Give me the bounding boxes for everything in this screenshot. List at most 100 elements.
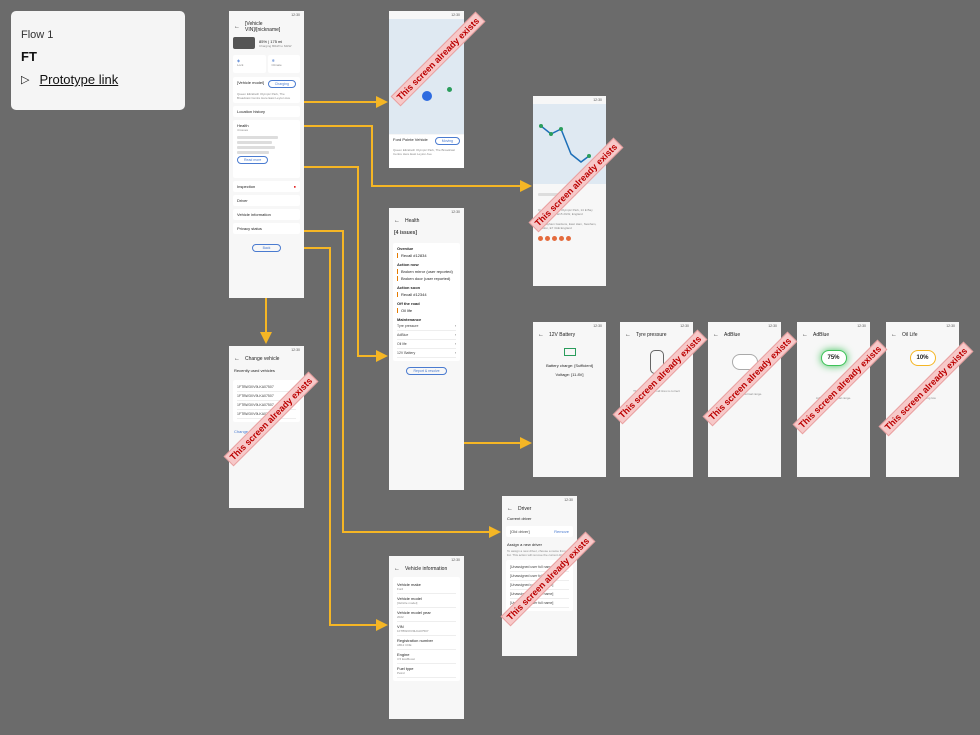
- section-off-the-road: Off the road: [397, 301, 420, 306]
- location-history-row[interactable]: Location history: [233, 106, 300, 117]
- inspection-label: Inspection: [237, 184, 256, 189]
- alert-icon: ●: [293, 184, 296, 189]
- vinfo-value: 3.5 EcoBoost: [397, 657, 415, 661]
- maint-oil-life[interactable]: Oil life: [397, 342, 407, 346]
- back-arrow-icon[interactable]: ←: [891, 332, 897, 338]
- play-icon: ▷: [21, 74, 30, 86]
- map-place: Ford Pointe Vehicle: [393, 137, 428, 142]
- vehicle-information-label: Vehicle information: [237, 212, 271, 217]
- vinfo-value: [Vehicle model]: [397, 601, 418, 605]
- maint-12v-battery[interactable]: 12V Battery: [397, 351, 416, 355]
- charging-badge: Charging: [267, 80, 296, 88]
- vinfo-label: Vehicle make: [397, 582, 421, 587]
- inspection-row[interactable]: Inspection ●: [233, 181, 300, 192]
- prototype-link-label: Prototype link: [39, 72, 119, 87]
- bottom-button[interactable]: Back: [251, 244, 282, 252]
- vinfo-value: 2022: [397, 615, 404, 619]
- section-action-now: Action now: [397, 262, 419, 267]
- vinfo-value: AB12 CDE: [397, 643, 412, 647]
- health-title: Health: [405, 218, 420, 224]
- vinfo-label: Registration number: [397, 638, 434, 643]
- vehicle-item[interactable]: 1FTBW3XV9LKA07507: [237, 403, 274, 407]
- unassigned-user[interactable]: [Unassigned user full name]: [510, 574, 554, 578]
- climate-icon: ❄: [271, 58, 275, 63]
- vinfo-title: Vehicle information: [405, 566, 448, 572]
- assign-driver-text: To assign a new driver, choose a name fr…: [507, 549, 571, 557]
- oil-life-gauge: 10%: [909, 350, 936, 366]
- vinfo-label: Vehicle model year: [397, 610, 431, 615]
- vinfo-label: VIN: [397, 624, 404, 629]
- charging-status: Charging 80kW to 62kW: [259, 43, 292, 48]
- vehicle-item[interactable]: 1FTBW3XV9LKA07507: [237, 412, 274, 416]
- privacy-status-row[interactable]: Privacy status: [233, 223, 300, 234]
- back-arrow-icon[interactable]: ←: [234, 356, 240, 362]
- tyre-title: Tyre pressure: [636, 332, 667, 338]
- section-action-soon: Action soon: [397, 285, 421, 290]
- current-driver-name: [Old driver]: [510, 529, 530, 534]
- driver-row[interactable]: Driver: [233, 195, 300, 206]
- recall-2[interactable]: Recall #12344: [401, 292, 427, 297]
- health-sub: 4 issues: [237, 128, 249, 132]
- battery-title: 12V Battery: [549, 332, 576, 338]
- battery-screen: 12:30 ←12V Battery Battery charge: [Suff…: [533, 322, 606, 477]
- model-label: [Vehicle model]: [237, 80, 265, 85]
- back-arrow-icon[interactable]: ←: [394, 566, 400, 572]
- battery-voltage: Voltage: [11.8V]: [555, 372, 584, 377]
- back-arrow-icon[interactable]: ←: [625, 332, 631, 338]
- adblue-title: AdBlue: [724, 332, 741, 338]
- vehicle-address: Queen Elizabeth Olympic Park, The Broadc…: [237, 92, 291, 100]
- vinfo-value: 1FTBW3XV9LKA07507: [397, 629, 429, 633]
- route-address-end: 101 Bayham Gardens, East Ham, Newham, Lo…: [538, 222, 597, 230]
- vehicle-title: [Vehicle VIN]/[nickname]: [245, 21, 281, 33]
- back-arrow-icon[interactable]: ←: [394, 218, 400, 224]
- back-arrow-icon[interactable]: ←: [802, 332, 808, 338]
- vinfo-label: Engine: [397, 652, 410, 657]
- oil-life-issue[interactable]: Oil life: [401, 308, 413, 313]
- ft-label: FT: [21, 49, 37, 64]
- vinfo-value: Ford: [397, 587, 404, 591]
- climate-tile[interactable]: ❄Climate: [267, 55, 300, 73]
- arrow-to-health: [304, 166, 388, 362]
- unassigned-user[interactable]: [Unassigned user full name]: [510, 565, 554, 569]
- vehicle-item[interactable]: 1FTBW3XV9LKA07507: [237, 385, 274, 389]
- model-card: [Vehicle model]Charging Queen Elizabeth …: [233, 77, 300, 103]
- remove-driver-button[interactable]: Remove: [554, 529, 569, 534]
- adblue2-title: AdBlue: [813, 332, 830, 338]
- issue-count: [4 issues]: [394, 230, 418, 236]
- van-image: [233, 37, 255, 49]
- lock-label: Lock: [237, 63, 244, 67]
- oil-life-title: Oil Life: [902, 332, 918, 338]
- vehicle-item[interactable]: 1FTBW3XV9LKA07507: [237, 394, 274, 398]
- health-card[interactable]: Health 4 issues Read more: [233, 120, 300, 178]
- recall-1[interactable]: Recall #12834: [401, 253, 427, 258]
- poi-pin-icon: [447, 87, 452, 92]
- health-screen: 12:30 ←Health [4 issues] Overdue Recall …: [389, 208, 464, 490]
- recent-section: Recently used vehicles: [234, 368, 275, 373]
- flow-info-card: Flow 1 FT ▷ Prototype link: [11, 11, 185, 110]
- prototype-link[interactable]: ▷ Prototype link: [21, 72, 175, 87]
- vehicle-information-row[interactable]: Vehicle information: [233, 209, 300, 220]
- back-arrow-icon[interactable]: ←: [538, 332, 544, 338]
- maint-adblue[interactable]: AdBlue: [397, 333, 409, 337]
- read-more-button[interactable]: Read more: [237, 156, 269, 164]
- lock-icon: ◈: [237, 58, 241, 63]
- assign-driver-label: Assign a new driver: [507, 542, 542, 547]
- vehicle-screen: 12:30 ←[Vehicle VIN]/[nickname] 85% | 17…: [229, 11, 304, 298]
- arrow-to-vehicle-info: [304, 247, 388, 631]
- driver-title: Driver: [518, 506, 532, 512]
- map-address: Queen Elizabeth Olympic Park, The Broadc…: [393, 148, 455, 156]
- flow-label: Flow 1: [21, 29, 54, 41]
- report-resolve-button[interactable]: Report & resolve: [406, 367, 447, 375]
- back-arrow-icon[interactable]: ←: [713, 332, 719, 338]
- broken-mirror[interactable]: Broken mirror (user reported): [401, 269, 453, 274]
- lock-tile[interactable]: ◈Lock: [233, 55, 266, 73]
- change-title: Change vehicle: [245, 356, 280, 362]
- back-arrow-icon[interactable]: ←: [507, 506, 513, 512]
- route-address-start: Queen Elizabeth Olympic Park, 14 E Bay L…: [538, 208, 593, 216]
- battery-icon: [563, 348, 576, 356]
- back-arrow-icon[interactable]: ←: [234, 24, 240, 30]
- maint-tyre[interactable]: Tyre pressure: [397, 324, 419, 328]
- health-label: Health: [237, 123, 249, 128]
- privacy-status-label: Privacy status: [237, 226, 262, 231]
- broken-door[interactable]: Broken door (user reported): [401, 276, 451, 281]
